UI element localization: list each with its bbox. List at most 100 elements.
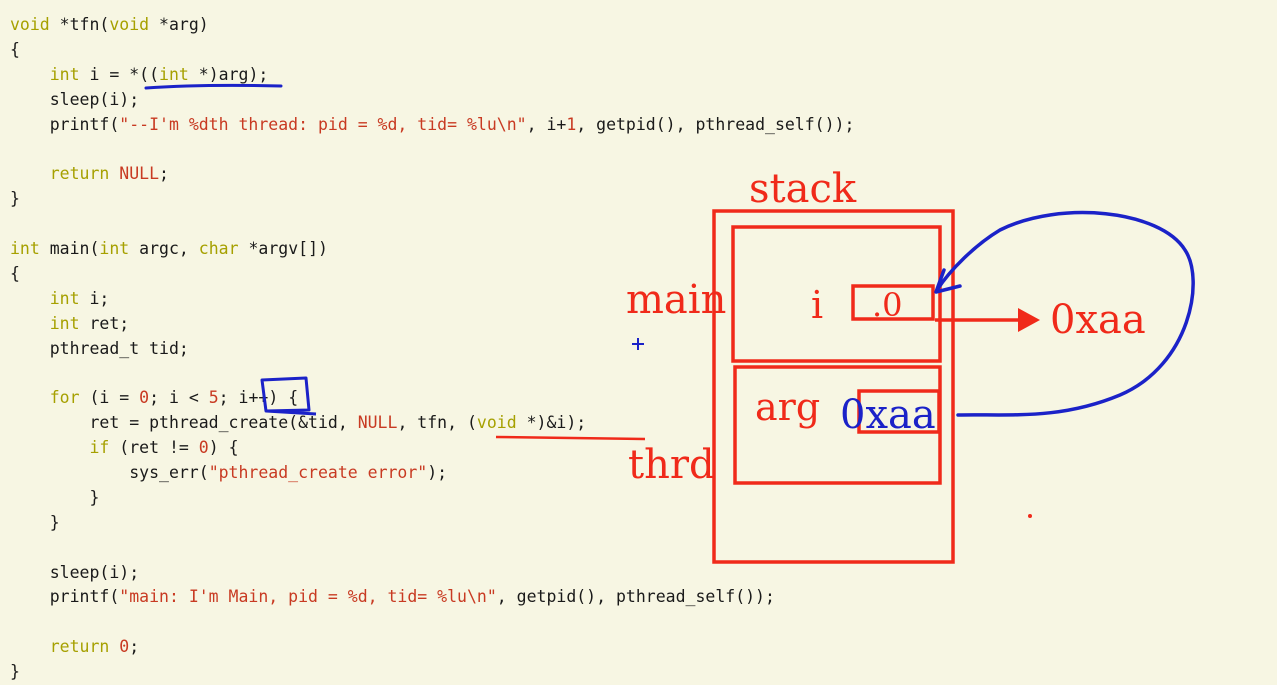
- code-line: [10, 212, 854, 237]
- code-token: int: [10, 239, 40, 259]
- code-token: (ret !=: [109, 438, 199, 458]
- code-token: sys_err(: [10, 463, 209, 483]
- code-token: 0: [198, 438, 209, 458]
- code-token: [10, 388, 50, 407]
- address-arrow-head: [1018, 308, 1040, 332]
- code-token: int: [49, 288, 80, 308]
- code-token: [10, 65, 50, 84]
- code-line: pthread_t tid;: [10, 337, 854, 362]
- code-token: argc,: [129, 239, 199, 259]
- code-token: void: [109, 15, 150, 34]
- code-line: [10, 361, 854, 386]
- address-label: 0xaa: [1050, 297, 1146, 343]
- code-token: *)arg);: [188, 64, 269, 84]
- code-token: }: [10, 512, 60, 532]
- code-line: sleep(i);: [10, 561, 854, 586]
- code-token: {: [10, 39, 20, 59]
- code-token: ;: [159, 164, 169, 184]
- code-line: int i = *((int *)arg);: [10, 63, 854, 88]
- code-token: [10, 438, 89, 457]
- code-token: , getpid(), pthread_self());: [576, 114, 855, 134]
- code-token: , tfn, (: [397, 413, 477, 433]
- code-token: [10, 637, 50, 656]
- code-line: int main(int argc, char *argv[]): [10, 237, 854, 262]
- code-token: pthread_t tid;: [10, 338, 189, 358]
- code-token: if: [89, 438, 110, 458]
- pointer-loop-arrow-head: [934, 268, 962, 294]
- code-token: NULL: [119, 164, 160, 184]
- code-token: sleep(i);: [10, 562, 140, 582]
- code-token: i = *((: [79, 64, 160, 84]
- code-token: i;: [79, 288, 110, 308]
- code-token: sleep(i);: [10, 89, 140, 109]
- code-token: void: [10, 15, 50, 34]
- code-token: 1: [566, 114, 577, 134]
- code-token: [109, 637, 119, 656]
- code-token: return: [49, 164, 110, 184]
- code-token: );: [427, 463, 448, 483]
- code-line: return 0;: [10, 635, 854, 660]
- code-token: 0: [119, 637, 130, 657]
- i-value: .0: [872, 286, 903, 324]
- code-token: printf(: [10, 114, 120, 134]
- code-line: printf("main: I'm Main, pid = %d, tid= %…: [10, 585, 854, 610]
- code-line: }: [10, 187, 854, 212]
- code-token: , getpid(), pthread_self());: [496, 587, 775, 607]
- code-line: {: [10, 38, 854, 63]
- code-line: [10, 137, 854, 162]
- code-line: sys_err("pthread_create error");: [10, 461, 854, 486]
- code-line: [10, 536, 854, 561]
- code-token: ; i++) {: [218, 388, 299, 408]
- code-token: [10, 289, 50, 308]
- code-line: int ret;: [10, 312, 854, 337]
- code-line: }: [10, 660, 854, 685]
- code-token: *)&i);: [516, 413, 587, 433]
- code-token: ret;: [79, 313, 130, 333]
- code-line: {: [10, 262, 854, 287]
- code-token: NULL: [357, 413, 398, 433]
- code-token: *arg): [149, 15, 209, 34]
- code-line: [10, 610, 854, 635]
- code-token: [109, 164, 119, 183]
- i-cell-box: [851, 284, 935, 321]
- code-token: int: [49, 313, 80, 333]
- code-token: "main: I'm Main, pid = %d, tid= %lu\n": [119, 587, 497, 607]
- code-token: printf(: [10, 587, 120, 607]
- code-line: if (ret != 0) {: [10, 436, 854, 461]
- code-line: return NULL;: [10, 162, 854, 187]
- code-token: , i+: [526, 114, 567, 134]
- code-token: (i =: [79, 388, 140, 408]
- code-token: [10, 314, 50, 333]
- code-token: "pthread_create error": [208, 463, 428, 483]
- code-editor[interactable]: void *tfn(void *arg){ int i = *((int *)a…: [10, 13, 854, 685]
- code-token: *tfn(: [49, 15, 110, 34]
- code-token: int: [159, 64, 189, 84]
- code-token: "--I'm %dth thread: pid = %d, tid= %lu\n…: [119, 114, 527, 134]
- code-token: {: [10, 263, 20, 283]
- code-token: ret = pthread_create(&tid,: [10, 413, 358, 433]
- pointer-loop-arrow: [935, 210, 1195, 417]
- code-line: void *tfn(void *arg): [10, 13, 854, 38]
- code-token: void: [476, 413, 517, 433]
- code-line: for (i = 0; i < 5; i++) {: [10, 386, 854, 411]
- code-token: [10, 164, 50, 183]
- code-token: return: [49, 637, 110, 657]
- arg-cell-box: [857, 389, 941, 434]
- code-token: for: [49, 388, 80, 408]
- code-line: int i;: [10, 287, 854, 312]
- code-token: ; i <: [149, 388, 209, 408]
- code-line: printf("--I'm %dth thread: pid = %d, tid…: [10, 113, 855, 138]
- code-token: int: [99, 239, 130, 259]
- code-line: }: [10, 511, 854, 536]
- code-token: 0: [139, 388, 150, 408]
- code-token: char: [198, 239, 239, 259]
- code-line: ret = pthread_create(&tid, NULL, tfn, (v…: [10, 411, 854, 436]
- code-token: *argv[]): [238, 239, 328, 259]
- code-line: }: [10, 486, 854, 511]
- code-token: }: [10, 189, 20, 209]
- code-token: }: [10, 487, 100, 507]
- stray-dot: [1028, 514, 1032, 518]
- code-token: int: [49, 64, 80, 84]
- code-token: ) {: [208, 438, 239, 458]
- code-token: main(: [39, 239, 100, 259]
